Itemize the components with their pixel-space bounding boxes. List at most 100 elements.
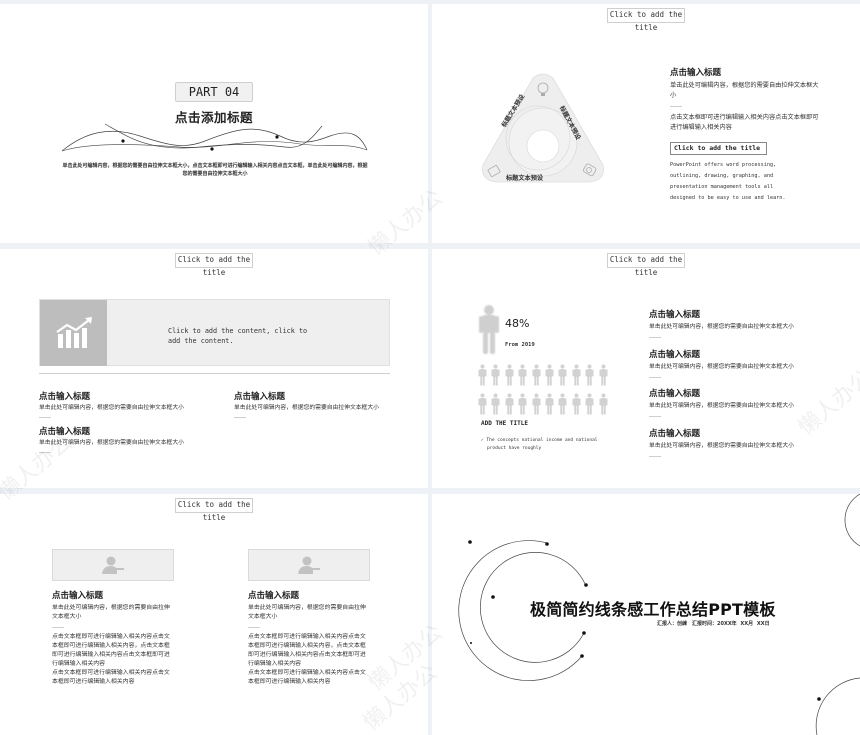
banner-text[interactable]: Click to add the content, click to add t… xyxy=(168,326,328,346)
add-title-label[interactable]: ADD THE TITLE xyxy=(481,420,528,427)
title-placeholder-line1: Click to add the xyxy=(177,500,251,509)
person-icon xyxy=(505,393,514,415)
person-icon xyxy=(478,364,487,386)
person-icon xyxy=(558,393,567,415)
ellipsis: …… xyxy=(670,102,682,109)
ellipsis: …… xyxy=(52,623,64,630)
person-icon xyxy=(505,364,514,386)
info-item-body: 单击此处可编辑内容，根据您的需要自由拉伸文本框大小 xyxy=(649,442,794,449)
person-icon xyxy=(532,364,541,386)
title-placeholder-line2: title xyxy=(202,268,226,277)
triangle-shape xyxy=(482,73,604,183)
title-placeholder-line2: title xyxy=(634,23,658,32)
title-placeholder-line1: Click to add the xyxy=(609,10,683,19)
person-icon xyxy=(491,393,500,415)
ellipsis: …… xyxy=(248,623,260,630)
content-banner[interactable]: Click to add the content, click to add t… xyxy=(39,299,390,366)
person-icon xyxy=(518,393,527,415)
slide-thumbnail-part-04[interactable]: PART 04 点击添加标题 单击此处可编辑内容，根据您的需要自由拉伸文本框大小… xyxy=(0,4,428,243)
card-paragraph: 单击此处可编辑内容，根据您的需要自由拉伸文本框大小 xyxy=(248,605,366,620)
info-item[interactable]: 点击输入标题 单击此处可编辑内容，根据您的需要自由拉伸文本框大小 …… xyxy=(649,387,819,427)
large-person-icon xyxy=(479,305,499,354)
slide-thumbnail-profile-cards[interactable]: Click to add the title 点击输入标题 单击此处可编辑内容，… xyxy=(0,494,428,735)
info-item-body: 单击此处可编辑内容，根据您的需要自由拉伸文本框大小 xyxy=(234,405,379,411)
ellipsis: …… xyxy=(649,333,661,340)
cover-subtitle[interactable]: 汇报人：创練 汇报时间：20XX年 XX月 XX日 xyxy=(657,621,770,627)
card-paragraph: 点击文本框即可进行编辑输入相关内容点击文本框即可进行编辑输入相关内容 xyxy=(248,670,366,685)
person-icon xyxy=(599,393,608,415)
info-item-heading: 点击输入标题 xyxy=(649,389,701,399)
info-item-heading: 点击输入标题 xyxy=(649,428,701,439)
card-paragraph: 点击文本框即可进行编辑输入相关内容点击文本框即可进行编辑输入相关内容，点击文本框… xyxy=(52,634,170,667)
info-item-heading: 点击输入标题 xyxy=(649,349,701,360)
banner-text-line: add the content. xyxy=(168,337,234,345)
content-heading[interactable]: 点击输入标题 xyxy=(670,68,722,78)
info-item[interactable]: 点击输入标题 单击此处可编辑内容，根据您的需要自由拉伸文本框大小 …… xyxy=(39,390,199,421)
slide-thumbnail-cover[interactable] xyxy=(432,494,860,735)
person-icon xyxy=(478,393,487,415)
growth-chart-icon xyxy=(40,300,107,366)
info-item[interactable]: 点击输入标题 单击此处可编辑内容，根据您的需要自由拉伸文本框大小 …… xyxy=(649,427,819,467)
person-icon xyxy=(518,364,527,386)
profile-card[interactable]: 点击输入标题 单击此处可编辑内容，根据您的需要自由拉伸文本框大小 …… 点击文本… xyxy=(52,549,174,687)
person-icon xyxy=(585,364,594,386)
part-label-box[interactable]: PART 04 xyxy=(175,82,253,102)
person-icon xyxy=(585,393,594,415)
slide-thumbnail-banner[interactable]: Click to add the title Click to add the … xyxy=(0,249,428,488)
english-line: presentation management tools all xyxy=(670,184,774,190)
info-item[interactable]: 点击输入标题 单击此处可编辑内容，根据您的需要自由拉伸文本框大小 …… xyxy=(39,425,199,456)
info-item-heading: 点击输入标题 xyxy=(649,310,701,320)
info-item[interactable]: 点击输入标题 单击此处可编辑内容，根据您的需要自由拉伸文本框大小 …… xyxy=(649,308,819,348)
person-icon xyxy=(491,364,500,386)
concept-note[interactable]: ✓ The concepts national income and natio… xyxy=(481,437,611,452)
camera-icon xyxy=(583,163,597,177)
ellipsis: …… xyxy=(234,413,246,420)
card-paragraph: 点击文本框即可进行编辑输入相关内容点击文本框即可进行编辑输入相关内容 xyxy=(52,670,170,685)
title-placeholder[interactable]: Click to add the title xyxy=(607,8,685,32)
slide-thumbnail-cycle-diagram[interactable]: Click to add the title 标题文本预设 标题文本预设 标题文… xyxy=(432,4,860,243)
info-item[interactable]: 点击输入标题 单击此处可编辑内容，根据您的需要自由拉伸文本框大小 …… xyxy=(649,348,819,388)
wave-lines-decoration xyxy=(61,123,368,152)
title-placeholder[interactable]: Click to add the title xyxy=(175,498,253,522)
person-icon xyxy=(532,393,541,415)
title-placeholder-line2: title xyxy=(202,513,226,522)
title-placeholder-line1: Click to add the xyxy=(609,255,683,264)
concept-line: product have roughly xyxy=(487,445,542,451)
info-item-heading: 点击输入标题 xyxy=(234,392,286,402)
user-placeholder-image[interactable] xyxy=(52,549,174,581)
card-paragraph: 单击此处可编辑内容，根据您的需要自由拉伸文本框大小 xyxy=(52,605,170,620)
text-column: 点击输入标题 单击此处可编辑内容，根据您的需要自由拉伸文本框大小 …… 点击文本… xyxy=(670,66,820,204)
user-icon xyxy=(298,556,320,574)
title-placeholder-line1: Click to add the xyxy=(177,255,251,264)
content-paragraph-2[interactable]: 点击文本框即可进行编辑输入相关内容点击文本框即可进行编辑输入相关内容 xyxy=(670,114,819,131)
info-item-body: 单击此处可编辑内容，根据您的需要自由拉伸文本框大小 xyxy=(39,405,184,411)
ellipsis: …… xyxy=(649,372,661,380)
people-icon-grid xyxy=(478,364,612,415)
user-icon xyxy=(102,556,124,574)
title-placeholder[interactable]: Click to add the title xyxy=(607,253,685,277)
ellipsis: …… xyxy=(649,451,661,459)
card-heading: 点击输入标题 xyxy=(248,591,300,601)
banner-text-line: Click to add the content, click to xyxy=(168,327,308,335)
info-list: 点击输入标题 单击此处可编辑内容，根据您的需要自由拉伸文本框大小 …… 点击输入… xyxy=(649,308,819,466)
subtitle-box[interactable]: Click to add the title xyxy=(670,142,767,155)
percent-value[interactable]: 48% xyxy=(505,317,530,330)
section-title[interactable]: 点击添加标题 xyxy=(174,110,253,125)
english-body[interactable]: PowerPoint offers word processing, outli… xyxy=(670,160,820,204)
section-description[interactable]: 单击此处可编辑内容，根据您的需要自由拉伸文本框大小，点击文本框即可进行编辑输入相… xyxy=(62,163,368,177)
slide-thumbnail-people-stats[interactable]: Click to add the title xyxy=(432,249,860,488)
profile-card[interactable]: 点击输入标题 单击此处可编辑内容，根据您的需要自由拉伸文本框大小 …… 点击文本… xyxy=(248,549,370,687)
person-icon xyxy=(572,364,581,386)
person-icon xyxy=(572,393,581,415)
ellipsis: …… xyxy=(649,412,661,419)
title-placeholder[interactable]: Click to add the title xyxy=(175,253,253,277)
content-paragraph-1[interactable]: 单击此处可编辑内容，根据您的需要自由拉伸文本框大小 xyxy=(670,82,819,99)
from-year[interactable]: From 2019 xyxy=(505,342,535,348)
card-paragraph: 点击文本框即可进行编辑输入相关内容点击文本框即可进行编辑输入相关内容，点击文本框… xyxy=(248,634,366,667)
info-item-heading: 点击输入标题 xyxy=(39,427,91,437)
cycle-label-3[interactable]: 标题文本预设 xyxy=(506,175,544,182)
user-placeholder-image[interactable] xyxy=(248,549,370,581)
cover-title[interactable]: 极简简约线条感工作总结PPT模板 xyxy=(530,600,776,619)
info-item[interactable]: 点击输入标题 单击此处可编辑内容，根据您的需要自由拉伸文本框大小 …… xyxy=(234,390,394,421)
person-icon xyxy=(599,364,608,386)
